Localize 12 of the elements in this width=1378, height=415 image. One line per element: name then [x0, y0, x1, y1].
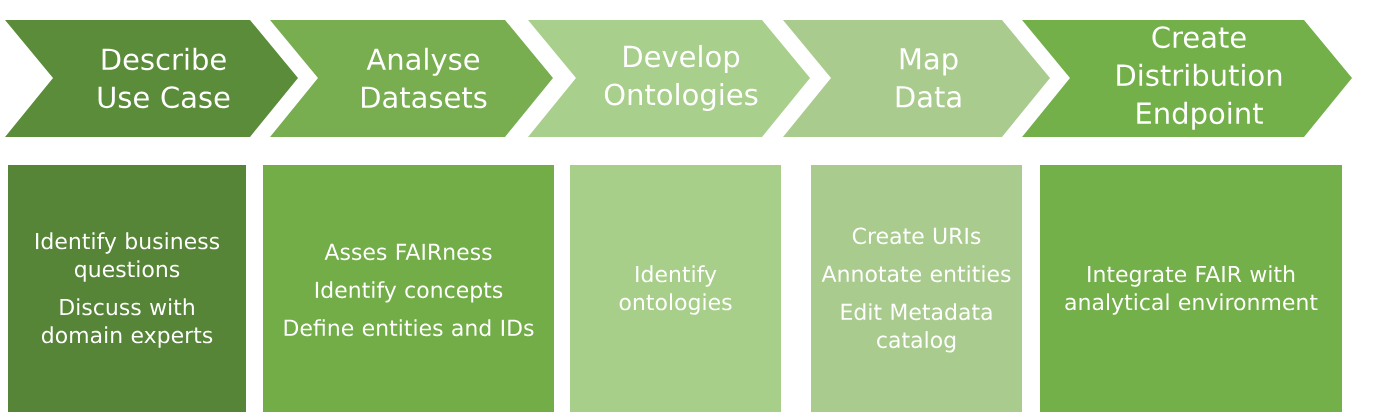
step-box: Identify ontologies	[570, 165, 781, 412]
process-step-banner: Describe Use Case	[5, 20, 298, 137]
step-box: Integrate FAIR with analytical environment	[1040, 165, 1342, 412]
process-step-banner: Develop Ontologies	[528, 20, 810, 137]
step-box: Asses FAIRness Identify concepts Define entities and IDs	[263, 165, 554, 412]
process-step-banner: Analyse Datasets	[270, 20, 553, 137]
node-label: Develop Ontologies	[604, 44, 758, 112]
process-step-banner: Map Data	[783, 20, 1050, 137]
process-step-banner: Create Distribution Endpoint	[1022, 20, 1352, 137]
step-box: Create URIs Annotate entities Edit Metadata catalog	[811, 165, 1022, 412]
step-box: Identify business questions Discuss with domain experts	[8, 165, 246, 412]
node-label: Map Data	[896, 48, 961, 108]
